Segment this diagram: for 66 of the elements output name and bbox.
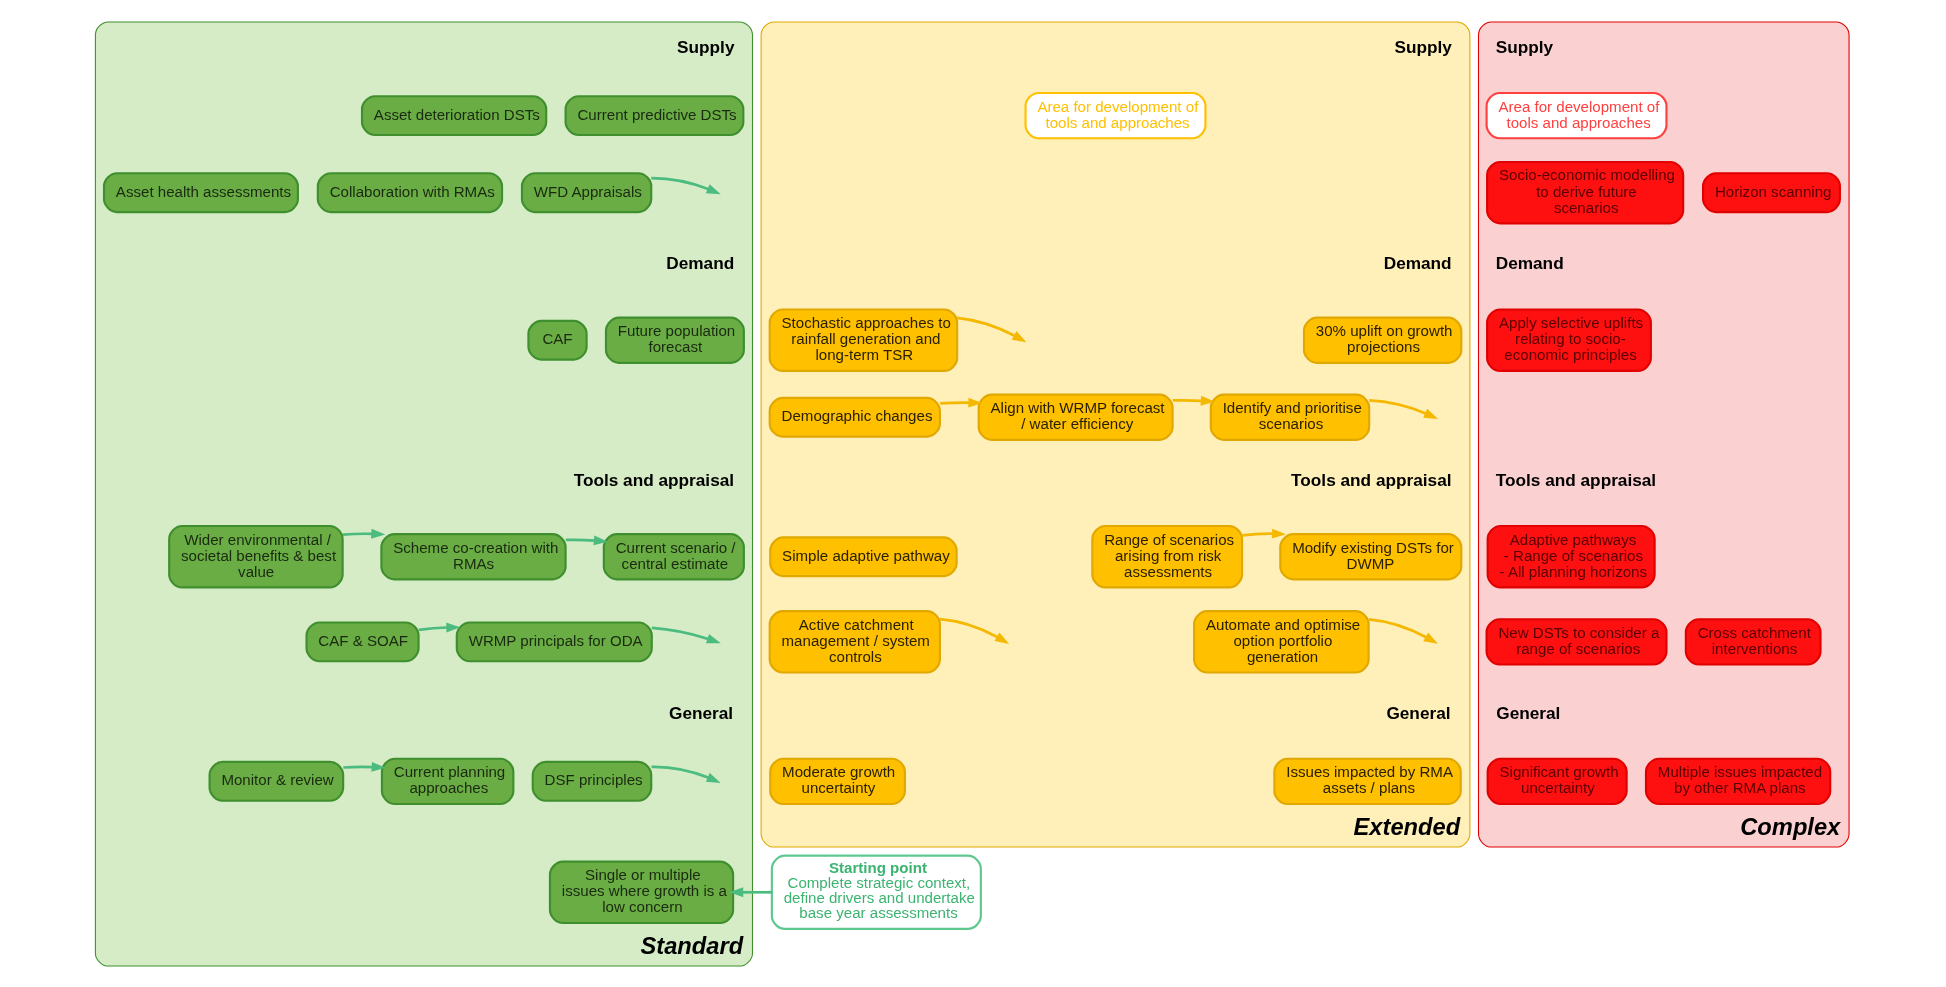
node-box: Modify existing DSTs for DWMP [1278, 532, 1462, 580]
label: General [1495, 702, 1560, 723]
node-box: Demographic changes [768, 396, 941, 438]
node-box: Automate and optimise option portfolio generation [1192, 609, 1370, 674]
label: General [1385, 702, 1451, 723]
node-box: WFD Appraisals [520, 171, 652, 213]
node-box: New DSTs to consider a range of scenarios [1485, 617, 1668, 666]
node-box: Current predictive DSTs [564, 94, 744, 136]
node-box: Significant growth uncertainty [1486, 757, 1628, 805]
label: General [668, 702, 733, 723]
arrow [650, 176, 721, 194]
arrow [565, 535, 608, 545]
node-box: Socio-economic modelling to derive future scenarios [1485, 160, 1684, 224]
node-box: Current planning approaches [380, 757, 514, 805]
node-box: Asset health assessments [102, 171, 299, 213]
node-box: WRMP principals for ODA [455, 620, 653, 662]
arrow [1241, 528, 1286, 539]
node-box: Apply selective uplifts relating to socio-economic principles [1485, 307, 1652, 372]
node-box: Issues impacted by RMA assets / plans [1272, 757, 1462, 805]
node-box: DSF principles [531, 760, 652, 802]
label: Tools and appraisal [1495, 469, 1656, 490]
arrow [728, 886, 772, 897]
node-box: Multiple issues impacted by other RMA plans [1644, 757, 1831, 805]
node-box: Future population forecast [604, 316, 745, 364]
node-box: Starting point Complete strategic context, define drivers and undertake base year assessments [770, 854, 982, 930]
arrow [342, 528, 385, 539]
node-box: Cross catchment interventions [1684, 617, 1822, 666]
node-box: CAF [526, 319, 588, 361]
node-box: Active catchment management / system controls [768, 609, 941, 674]
node-box: Adaptive pathways - Range of scenarios - All planning horizons [1486, 524, 1656, 589]
label: Tools and appraisal [573, 469, 734, 490]
arrow [1368, 617, 1438, 644]
node-box: 30% uplift on growth projections [1302, 316, 1462, 364]
node-box: Area for development of tools and approaches [1023, 91, 1206, 139]
node-box: Range of scenarios arising from risk assessments [1090, 524, 1243, 589]
arrow [342, 761, 386, 772]
node-box: Align with WRMP forecast / water efficiency [977, 393, 1174, 441]
node-box: Area for development of tools and approaches [1485, 91, 1668, 139]
node-box: Collaboration with RMAs [316, 171, 503, 213]
arrow [1172, 395, 1215, 406]
node-box: Moderate growth uncertainty [768, 757, 906, 805]
arrow [939, 397, 982, 408]
node-box: Asset deterioration DSTs [360, 94, 547, 136]
arrow [651, 764, 721, 783]
node-box: Simple adaptive pathway [768, 535, 958, 577]
node-box: Horizon scanning [1701, 171, 1841, 213]
node-box: Identify and prioritise scenarios [1209, 393, 1370, 441]
label: Supply [1495, 36, 1553, 57]
label: Demand [1495, 252, 1564, 273]
arrow [939, 617, 1009, 644]
label: Demand [1383, 252, 1452, 273]
node-box: Stochastic approaches to rainfall generation and long-term TSR [768, 307, 958, 372]
arrow [651, 626, 721, 643]
node-box: Single or multiple issues where growth is a low concern [548, 860, 734, 924]
arrow [956, 316, 1026, 342]
node-box: Monitor & review [208, 760, 344, 802]
label: Tools and appraisal [1290, 469, 1452, 490]
node-box: Scheme co-creation with RMAs [379, 532, 567, 580]
arrow [1368, 398, 1438, 419]
label: Supply [676, 36, 734, 57]
arrow [418, 622, 460, 632]
node-box: Wider environmental / societal benefits & best value [167, 524, 344, 589]
label: Demand [665, 252, 734, 273]
node-box: CAF & SOAF [304, 620, 420, 662]
node-box: Current scenario / central estimate [602, 532, 745, 580]
label: Supply [1393, 36, 1452, 57]
